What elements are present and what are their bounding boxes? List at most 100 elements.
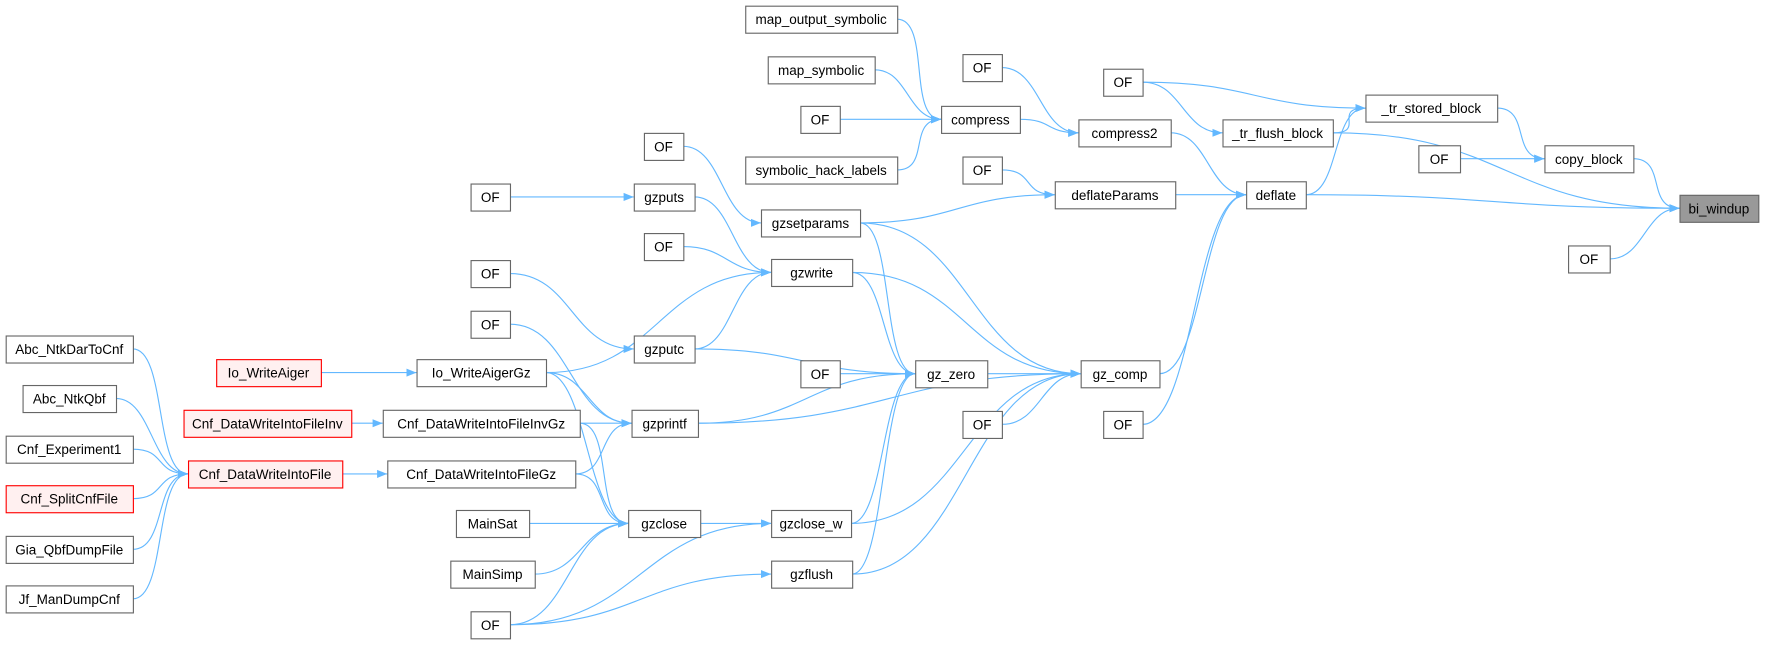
node-gzputs[interactable]: gzputs [633,183,696,212]
node-of3[interactable]: OF [1103,68,1144,97]
node-label: Abc_NtkDarToCnf [15,342,123,357]
node-Io-WriteAigerGz[interactable]: Io_WriteAigerGz [416,359,548,388]
node-box [1103,68,1144,97]
node-gzclose-w[interactable]: gzclose_w [771,509,853,539]
node-gzputc[interactable]: gzputc [633,335,696,364]
node-of14[interactable]: OF [1103,410,1144,440]
edge-Io_WriteAigerGz-to-gzclose [545,372,629,528]
node-Gia-QbfDumpFile[interactable]: Gia_QbfDumpFile [5,535,134,564]
node-gzsetparams[interactable]: gzsetparams [760,209,862,238]
node-label: bi_windup [1688,201,1749,216]
node-tr-flush-block[interactable]: _tr_flush_block [1222,119,1334,148]
node-box [745,156,899,185]
node-box [5,335,134,364]
node-of6[interactable]: OF [800,105,841,134]
node-box [5,535,134,564]
edge-map_symbolic-to-compress [874,69,942,124]
node-of13[interactable]: OF [962,410,1003,440]
node-copy-block[interactable]: copy_block [1544,145,1635,174]
node-Cnf-DataWriteIntoFileInvGz[interactable]: Cnf_DataWriteIntoFileInvGz [382,409,581,438]
edge-gzflush-to-gz_comp [852,369,1081,575]
node-MainSat[interactable]: MainSat [455,509,531,539]
node-of2[interactable]: OF [1418,145,1462,174]
node-box [1054,181,1177,210]
node-deflateParams[interactable]: deflateParams [1054,181,1177,210]
node-of5[interactable]: OF [962,156,1003,185]
node-of4[interactable]: OF [962,54,1003,83]
node-box [1365,94,1499,123]
edge-of14-to-deflate [1142,190,1247,425]
node-of8[interactable]: OF [470,183,512,212]
edge-deflate-to-_tr_stored_block [1305,104,1366,196]
node-deflate[interactable]: deflate [1246,181,1307,210]
node-Io-WriteAiger[interactable]: Io_WriteAiger [216,359,322,388]
node-gzprintf[interactable]: gzprintf [631,409,700,438]
edge-gz_comp-to-deflate [1159,190,1247,375]
edge-gzputc-to-gzwrite [694,268,772,350]
node-map-symbolic[interactable]: map_symbolic [767,56,876,85]
node-Cnf-DataWriteIntoFileGz[interactable]: Cnf_DataWriteIntoFileGz [387,460,577,489]
node-label: gzprintf [643,416,688,431]
edge-of7-to-gzsetparams [683,145,761,227]
edge-of9-to-gzwrite [683,245,772,277]
node-box [962,156,1003,185]
node-Cnf-DataWriteIntoFile[interactable]: Cnf_DataWriteIntoFile [187,460,344,489]
node-box [1222,119,1334,148]
node-Abc-NtkDarToCnf[interactable]: Abc_NtkDarToCnf [5,335,134,364]
edge-gzwrite-to-gz_comp [852,271,1081,378]
node-of12[interactable]: OF [800,360,841,389]
node-box [771,560,854,589]
edge-Cnf_DataWriteIntoFileInvGz-to-gzclose [579,422,629,528]
node-gzwrite[interactable]: gzwrite [771,258,854,288]
node-box [183,409,353,438]
node-gz-zero[interactable]: gz_zero [915,360,989,389]
nodes-layer: bi_windupcopy_blockOF_tr_stored_blockOFO… [5,5,1760,640]
node-Abc-NtkQbf[interactable]: Abc_NtkQbf [22,384,118,414]
node-box [1103,410,1144,440]
node-of15[interactable]: OF [470,611,512,640]
node-tr-stored-block[interactable]: _tr_stored_block [1365,94,1499,123]
node-label: OF [481,317,500,332]
node-box [962,54,1003,83]
node-compress2[interactable]: compress2 [1078,119,1172,148]
node-box [745,5,899,34]
edge-of5-to-deflateParams [1001,169,1055,199]
node-label: gzsetparams [772,216,850,231]
node-label: Io_WriteAigerGz [432,366,531,381]
node-gzclose[interactable]: gzclose [628,509,702,539]
node-compress[interactable]: compress [941,105,1021,134]
node-of1[interactable]: OF [1568,245,1611,274]
node-label: Cnf_DataWriteIntoFileInv [192,416,343,431]
node-symbolic-hack-labels[interactable]: symbolic_hack_labels [745,156,899,185]
node-map-output-symbolic[interactable]: map_output_symbolic [745,5,899,34]
node-MainSimp[interactable]: MainSimp [450,560,536,589]
node-box [382,409,581,438]
node-of10[interactable]: OF [470,260,512,289]
node-label: OF [973,417,992,432]
node-label: OF [481,618,500,633]
edge-of10-to-gzputc [509,272,634,353]
node-label: OF [481,267,500,282]
node-box [941,105,1021,134]
node-label: OF [1579,252,1598,267]
node-gz-comp[interactable]: gz_comp [1080,360,1161,389]
node-Jf-ManDumpCnf[interactable]: Jf_ManDumpCnf [5,585,134,614]
node-of11[interactable]: OF [470,310,512,339]
node-gzflush[interactable]: gzflush [771,560,854,589]
node-box [628,509,702,539]
node-bi-windup[interactable]: bi_windup [1679,194,1760,223]
edge-gzsetparams-to-gz_comp [859,222,1081,378]
edges-layer [115,18,1680,626]
node-Cnf-SplitCnfFile[interactable]: Cnf_SplitCnfFile [5,485,134,514]
node-Cnf-DataWriteIntoFileInv[interactable]: Cnf_DataWriteIntoFileInv [183,409,353,438]
edge-gzwrite-to-gz_zero [852,271,916,378]
node-of7[interactable]: OF [643,132,685,161]
node-label: gzputc [644,342,684,357]
node-label: _tr_stored_block [1380,101,1481,116]
node-of9[interactable]: OF [643,233,685,262]
edge-of1-to-bi_windup [1609,204,1680,260]
edge-of4-to-compress2 [1001,66,1079,137]
node-Cnf-Experiment1[interactable]: Cnf_Experiment1 [5,435,134,464]
node-label: OF [654,240,673,255]
